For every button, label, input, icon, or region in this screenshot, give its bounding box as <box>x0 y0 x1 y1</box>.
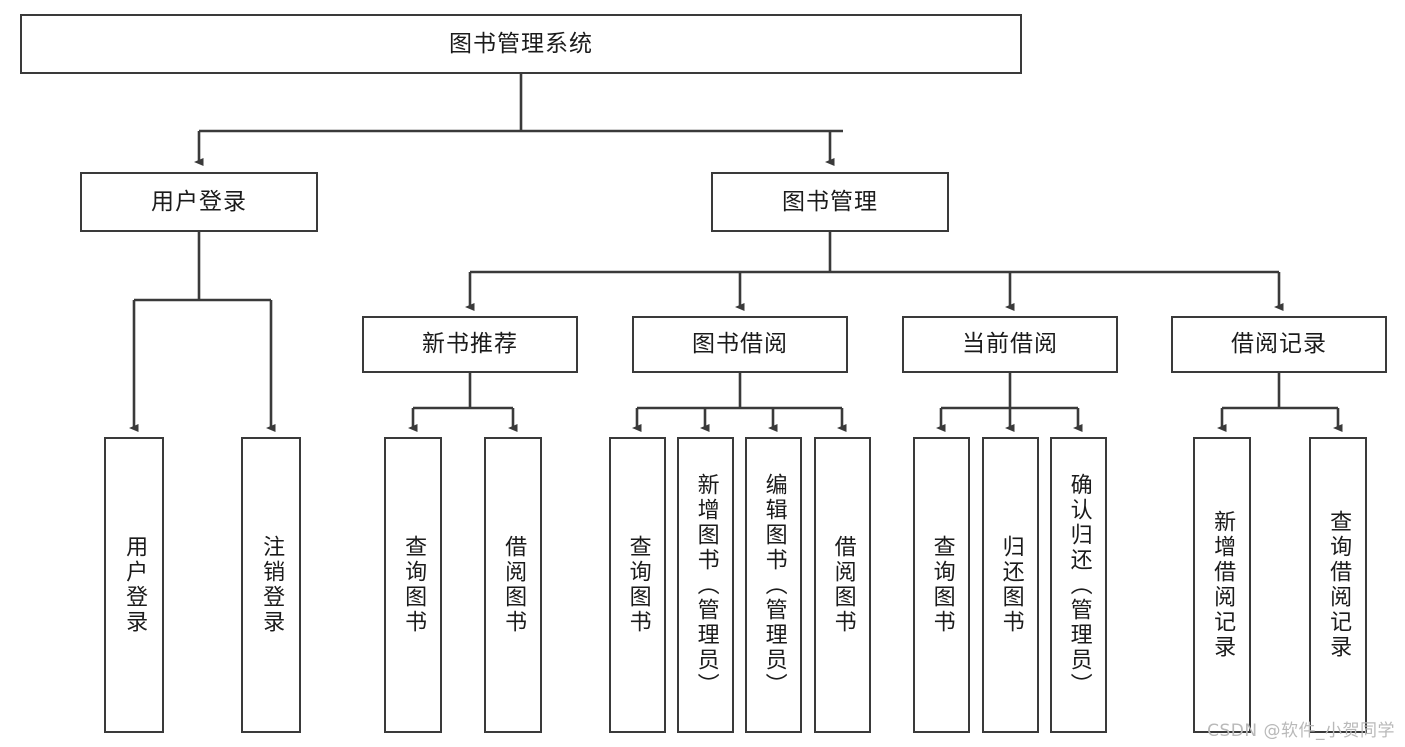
leaf-record-add-label: 新增借阅记录 <box>1210 510 1236 660</box>
node-borrow-record-label: 借阅记录 <box>1231 331 1327 358</box>
watermark-text: CSDN @软件_小贺同学 <box>1207 721 1395 741</box>
node-borrow-record[interactable]: 借阅记录 <box>1171 316 1387 373</box>
node-root[interactable]: 图书管理系统 <box>20 14 1022 74</box>
node-user-login-label: 用户登录 <box>151 188 247 215</box>
leaf-current-return-book[interactable]: 归还图书 <box>982 437 1039 733</box>
node-current-borrow[interactable]: 当前借阅 <box>902 316 1118 373</box>
node-book-borrow[interactable]: 图书借阅 <box>632 316 848 373</box>
leaf-borrow-edit-book[interactable]: 编辑图书（管理员） <box>745 437 802 733</box>
leaf-borrow-borrow-book[interactable]: 借阅图书 <box>814 437 871 733</box>
leaf-user-logout[interactable]: 注销登录 <box>241 437 301 733</box>
leaf-current-confirm-return[interactable]: 确认归还（管理员） <box>1050 437 1107 733</box>
node-book-borrow-label: 图书借阅 <box>692 331 788 358</box>
leaf-borrow-add-book-label: 新增图书（管理员） <box>693 472 719 698</box>
node-book-management[interactable]: 图书管理 <box>711 172 949 232</box>
node-user-login[interactable]: 用户登录 <box>80 172 318 232</box>
leaf-borrow-query-book[interactable]: 查询图书 <box>609 437 666 733</box>
node-current-borrow-label: 当前借阅 <box>962 331 1058 358</box>
leaf-borrow-edit-book-label: 编辑图书（管理员） <box>761 472 787 698</box>
leaf-borrow-add-book[interactable]: 新增图书（管理员） <box>677 437 734 733</box>
node-root-label: 图书管理系统 <box>449 30 593 57</box>
node-book-management-label: 图书管理 <box>782 188 878 215</box>
node-new-book-recommend[interactable]: 新书推荐 <box>362 316 578 373</box>
leaf-user-logout-label: 注销登录 <box>259 535 285 635</box>
leaf-borrow-query-book-label: 查询图书 <box>625 535 651 635</box>
leaf-current-query-book-label: 查询图书 <box>929 535 955 635</box>
leaf-new-book-query[interactable]: 查询图书 <box>384 437 442 733</box>
leaf-new-book-borrow[interactable]: 借阅图书 <box>484 437 542 733</box>
leaf-current-confirm-return-label: 确认归还（管理员） <box>1066 472 1092 698</box>
leaf-record-query-label: 查询借阅记录 <box>1326 510 1352 660</box>
leaf-new-book-borrow-label: 借阅图书 <box>501 535 527 635</box>
node-new-book-recommend-label: 新书推荐 <box>422 331 518 358</box>
leaf-borrow-borrow-book-label: 借阅图书 <box>830 535 856 635</box>
leaf-current-query-book[interactable]: 查询图书 <box>913 437 970 733</box>
leaf-record-add[interactable]: 新增借阅记录 <box>1193 437 1251 733</box>
leaf-user-login[interactable]: 用户登录 <box>104 437 164 733</box>
leaf-record-query[interactable]: 查询借阅记录 <box>1309 437 1367 733</box>
leaf-new-book-query-label: 查询图书 <box>401 535 427 635</box>
leaf-current-return-book-label: 归还图书 <box>998 535 1024 635</box>
leaf-user-login-label: 用户登录 <box>122 535 148 635</box>
